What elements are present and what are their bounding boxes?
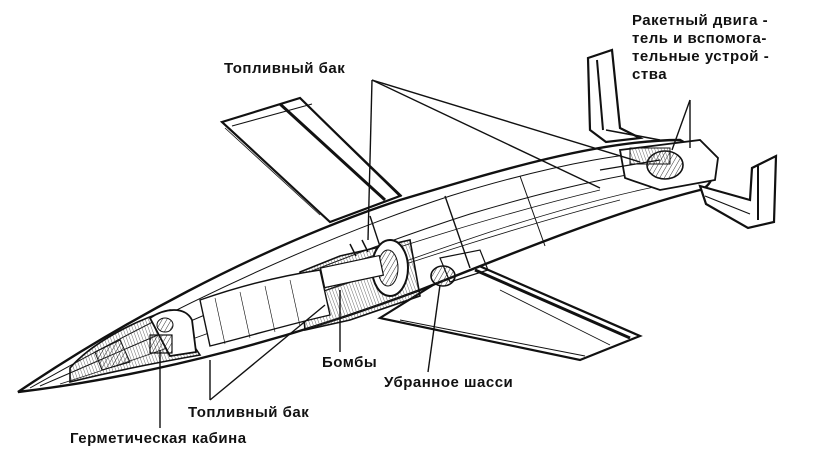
cutaway-bomb-bay (299, 239, 421, 331)
label-bombs: Бомбы (322, 354, 378, 371)
lower-tail-fin (698, 154, 778, 230)
sealed-cabin (69, 309, 202, 384)
label-fuel-tank-bottom: Топливный бак (188, 404, 310, 421)
label-rocket-engine-line-2: тель и вспомога- (632, 30, 767, 47)
rocket-engine-section (599, 139, 719, 191)
label-landing-gear: Убранное шасси (384, 374, 514, 391)
upper-tail-fin (586, 48, 661, 144)
label-rocket-engine: Ракетный двига - тель и вспомога- тельны… (632, 12, 769, 84)
upper-wing (219, 96, 403, 224)
forward-fuel-tank (199, 269, 331, 347)
leader-lines (159, 79, 691, 428)
label-rocket-engine-line-1: Ракетный двига - (632, 12, 769, 29)
label-rocket-engine-line-3: тельные устрой - (632, 48, 770, 65)
label-rocket-engine-line-4: ства (632, 66, 668, 83)
retracted-landing-gear (430, 249, 489, 287)
label-fuel-tank-top: Топливный бак (224, 60, 346, 77)
label-sealed-cabin: Герметическая кабина (70, 430, 247, 447)
